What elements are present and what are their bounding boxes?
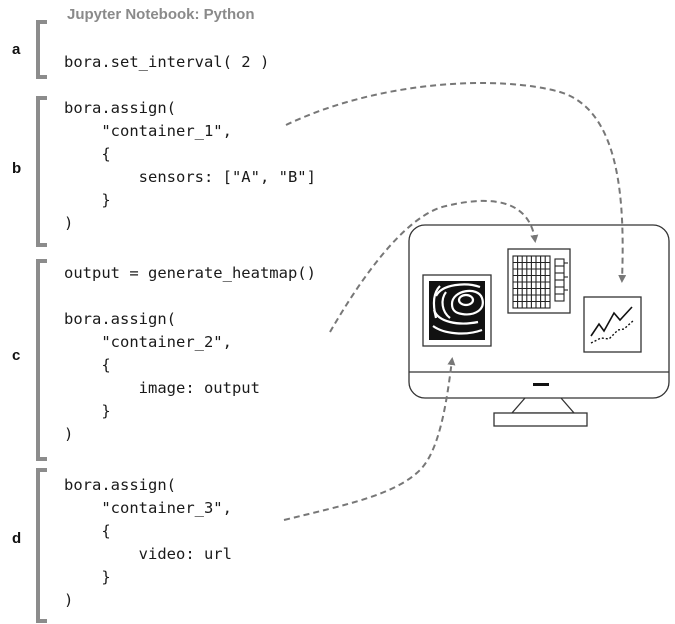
code-block-a: bora.set_interval( 2 ) — [64, 51, 269, 74]
arrow-container-1 — [285, 82, 627, 283]
section-label-b: b — [12, 160, 22, 177]
code-block-c: output = generate_heatmap()​bora.assign(… — [64, 262, 316, 446]
code-block-d: bora.assign( "container_3", { video: url… — [64, 474, 232, 612]
code-line: ) — [64, 214, 74, 232]
code-block-b: bora.assign( "container_1", { sensors: [… — [64, 97, 316, 235]
flow-arrows — [283, 82, 627, 521]
heatmap-container-icon — [422, 274, 492, 347]
arrow-container-2 — [329, 199, 539, 333]
code-line: ) — [64, 425, 74, 443]
code-line: bora.set_interval( 2 ) — [64, 53, 270, 71]
code-line: bora.assign( — [64, 99, 176, 117]
code-line: } — [64, 568, 111, 586]
code-line: bora.assign( — [64, 476, 176, 494]
bracket-d — [36, 468, 47, 623]
bracket-a — [36, 20, 47, 79]
code-line: { — [64, 145, 111, 163]
bracket-c — [36, 259, 47, 461]
arrow-container-3 — [283, 357, 456, 521]
section-label-d: d — [12, 530, 22, 547]
code-line: "container_1", — [64, 122, 232, 140]
code-line: { — [64, 522, 111, 540]
code-line: output = generate_heatmap() — [64, 264, 316, 282]
code-line: ) — [64, 591, 74, 609]
section-label-c: c — [12, 347, 21, 364]
code-line: } — [64, 191, 111, 209]
section-label-a: a — [12, 41, 21, 58]
monitor-icon — [408, 224, 670, 427]
code-line: "container_2", — [64, 333, 232, 351]
code-line: { — [64, 356, 111, 374]
notebook-title: Jupyter Notebook: Python — [67, 6, 255, 23]
code-line: bora.assign( — [64, 310, 176, 328]
code-line: "container_3", — [64, 499, 232, 517]
bracket-b — [36, 96, 47, 247]
sensor-table-container-icon — [507, 248, 571, 314]
line-chart-container-icon — [583, 296, 642, 353]
code-line: image: output — [64, 379, 260, 397]
code-line: } — [64, 402, 111, 420]
code-line: sensors: ["A", "B"] — [64, 168, 316, 186]
code-line: video: url — [64, 545, 232, 563]
